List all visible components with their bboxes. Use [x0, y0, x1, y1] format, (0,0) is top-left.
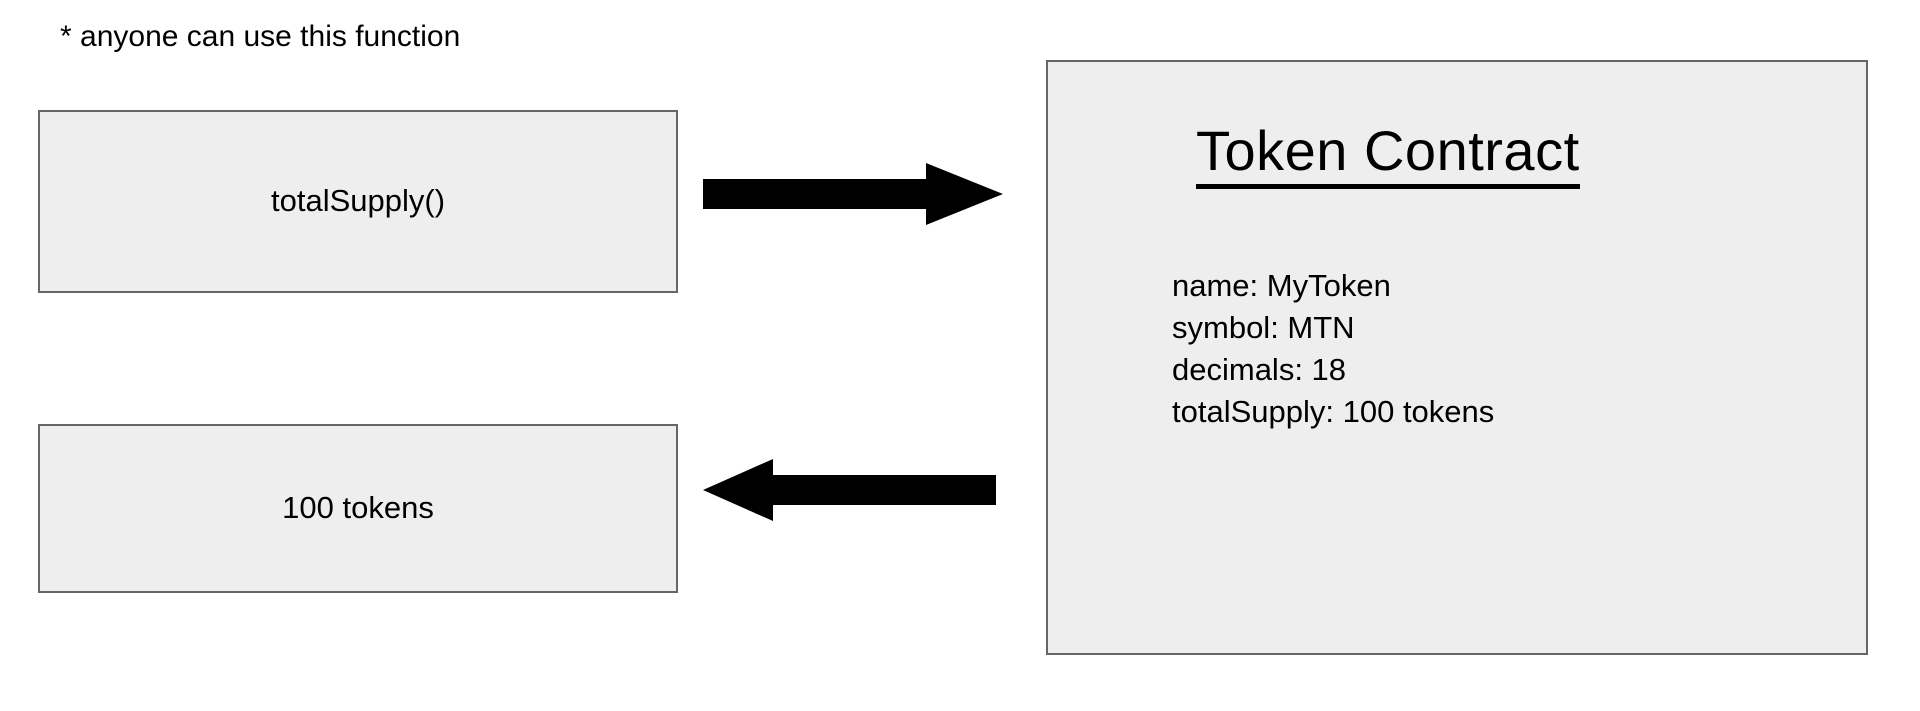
arrow-left-icon	[703, 459, 996, 521]
contract-property-decimals: decimals: 18	[1172, 352, 1347, 387]
token-contract-card[interactable]: Token Contract name: MyToken symbol: MTN…	[1046, 60, 1868, 655]
call-box-label: totalSupply()	[270, 183, 446, 219]
return-box-label: 100 tokens	[282, 490, 434, 526]
contract-property-total-supply: totalSupply: 100 tokens	[1172, 394, 1495, 429]
arrow-right-icon	[703, 163, 1003, 225]
contract-property-name: name: MyToken	[1172, 268, 1391, 303]
contract-title: Token Contract	[1196, 120, 1580, 189]
note-anyone-can-use: * anyone can use this function	[60, 20, 461, 53]
contract-properties: name: MyToken symbol: MTN decimals: 18 t…	[1172, 265, 1494, 433]
contract-property-symbol: symbol: MTN	[1172, 310, 1355, 345]
call-box-total-supply[interactable]: totalSupply()	[38, 110, 678, 293]
return-box-100-tokens[interactable]: 100 tokens	[38, 424, 678, 593]
